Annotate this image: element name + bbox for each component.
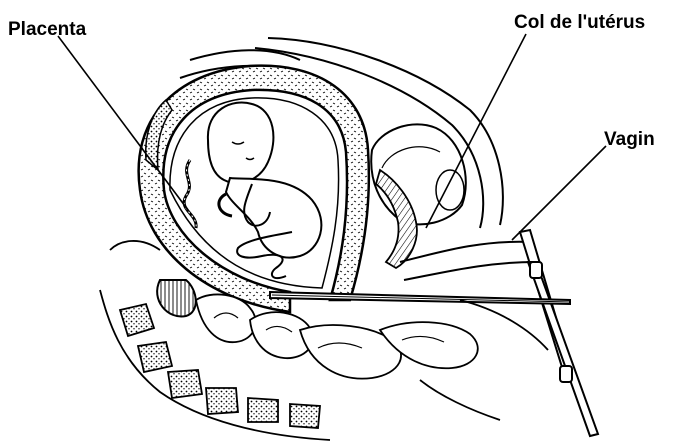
rectum <box>157 280 196 317</box>
vagin-leader-line <box>512 146 606 240</box>
label-placenta: Placenta <box>8 20 86 39</box>
cannula <box>270 292 570 304</box>
speculum <box>520 230 598 436</box>
intestines <box>196 294 478 378</box>
pubic-bone <box>436 170 464 210</box>
vaginal-canal <box>400 242 536 280</box>
label-vagin: Vagin <box>604 130 655 149</box>
label-col-de-luterus: Col de l'utérus <box>514 13 645 32</box>
